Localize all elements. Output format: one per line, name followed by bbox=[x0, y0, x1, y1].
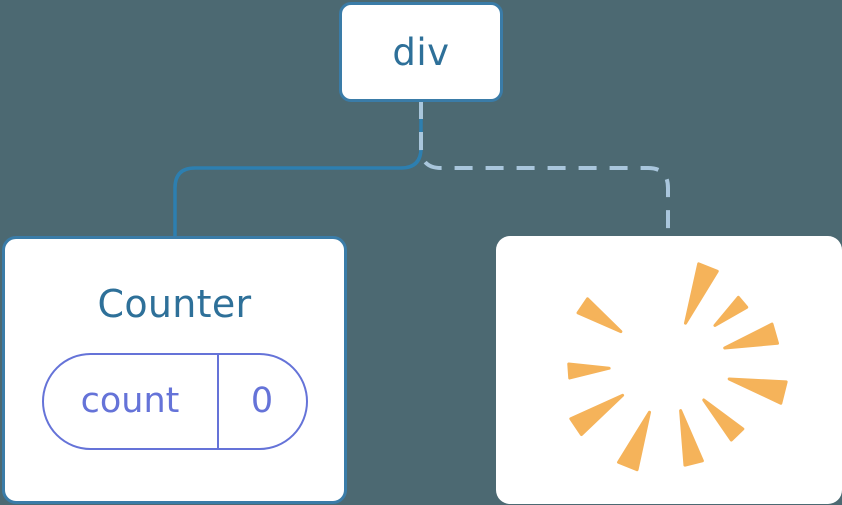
sparkle-burst-icon bbox=[567, 262, 788, 472]
sparkle-ray-2 bbox=[723, 322, 779, 350]
sparkle-ray-8 bbox=[567, 362, 611, 380]
state-pill-value: 0 bbox=[216, 355, 306, 448]
node-sparkle[interactable] bbox=[496, 236, 842, 504]
state-pill-key: count bbox=[80, 381, 180, 421]
sparkle-ray-0 bbox=[683, 262, 719, 325]
sparkle-ray-3 bbox=[727, 377, 788, 405]
node-counter-title: Counter bbox=[97, 282, 252, 326]
sparkle-ray-4 bbox=[702, 398, 745, 442]
sparkle-ray-1 bbox=[713, 295, 749, 327]
sparkle-ray-6 bbox=[617, 410, 652, 472]
sparkle-ray-9 bbox=[576, 297, 623, 334]
edge-root-to-sparkle bbox=[419, 101, 670, 238]
sparkle-ray-5 bbox=[679, 409, 704, 467]
edge-root-to-counter bbox=[173, 99, 423, 240]
sparkle-ray-7 bbox=[569, 393, 625, 437]
node-counter[interactable]: Counter count 0 bbox=[2, 236, 347, 504]
node-div[interactable]: div bbox=[339, 2, 503, 102]
node-div-label: div bbox=[392, 30, 450, 74]
state-pill[interactable]: count 0 bbox=[41, 353, 308, 450]
